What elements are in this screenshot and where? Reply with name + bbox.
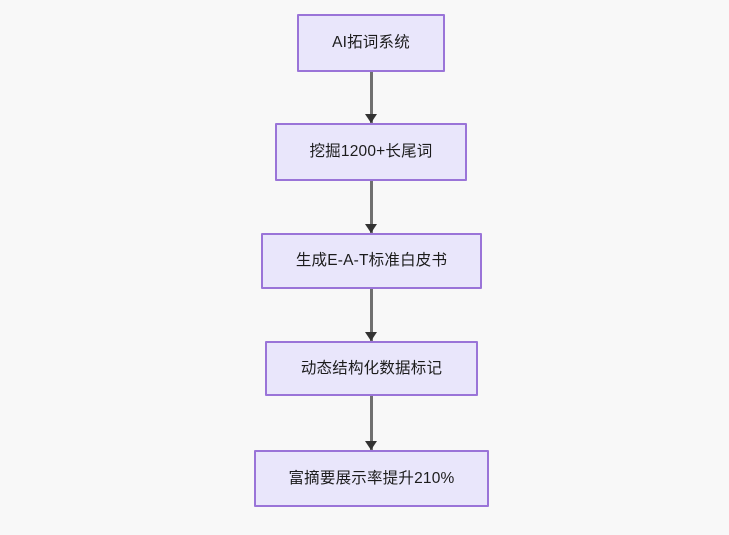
edge-line — [369, 181, 373, 233]
edge-line — [369, 396, 373, 450]
flow-node-mine-longtail-keywords[interactable]: 挖掘1200+长尾词 — [275, 123, 467, 181]
flow-node-generate-eat-whitepaper[interactable]: 生成E-A-T标准白皮书 — [261, 233, 482, 289]
flow-node-label: 富摘要展示率提升210% — [288, 469, 455, 487]
edge-line — [369, 72, 373, 123]
flow-node-rich-snippet-rate-increase[interactable]: 富摘要展示率提升210% — [254, 450, 489, 507]
flow-node-label: 动态结构化数据标记 — [300, 359, 443, 377]
flow-node-ai-keyword-system[interactable]: AI拓词系统 — [297, 14, 445, 72]
flow-node-label: 生成E-A-T标准白皮书 — [295, 252, 448, 270]
arrow-head-down-icon — [365, 114, 377, 123]
arrow-head-down-icon — [365, 441, 377, 450]
flow-node-label: 挖掘1200+长尾词 — [309, 143, 433, 161]
arrow-head-down-icon — [365, 332, 377, 341]
flow-node-dynamic-structured-data-markup[interactable]: 动态结构化数据标记 — [265, 341, 478, 396]
flow-node-label: AI拓词系统 — [332, 34, 410, 52]
arrow-head-down-icon — [365, 224, 377, 233]
edge-line — [369, 289, 373, 341]
